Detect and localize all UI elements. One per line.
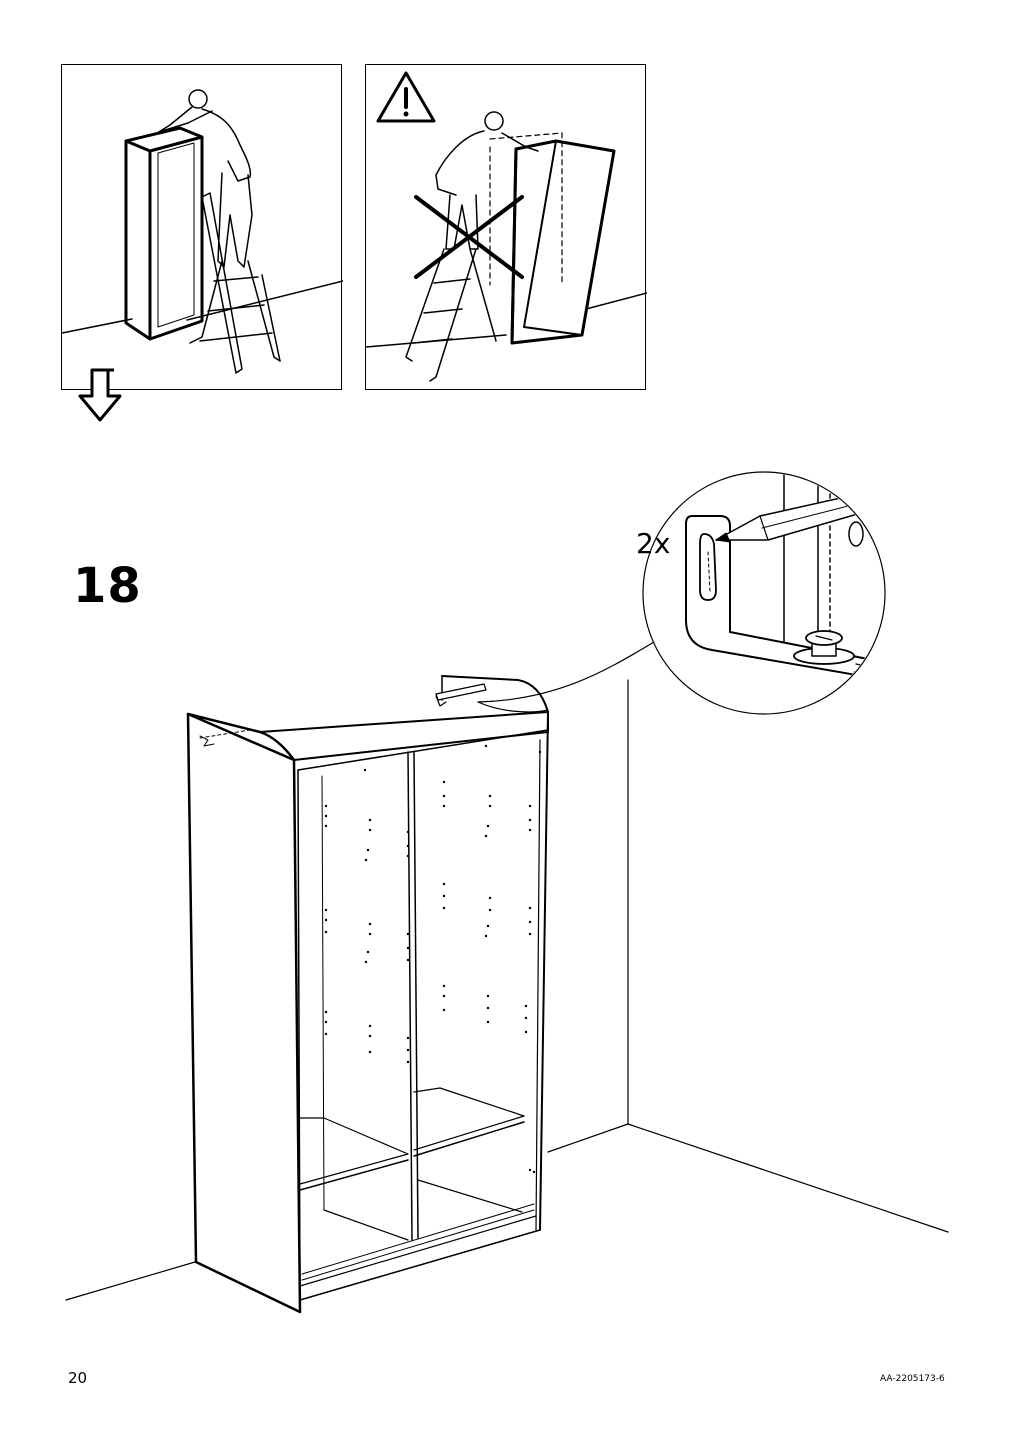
quantity-label: 2x <box>636 527 671 560</box>
wardrobe-assembly-illustration <box>65 471 949 1314</box>
document-code: AA-2205173-6 <box>880 1374 945 1384</box>
correct-method-panel <box>61 64 343 390</box>
step-number: 18 <box>73 558 142 614</box>
cross-out-icon <box>414 195 524 279</box>
warning-triangle-icon <box>376 71 436 123</box>
person-on-ladder-icon <box>62 89 343 374</box>
page-number: 20 <box>68 1369 88 1387</box>
down-arrow-icon <box>78 368 122 422</box>
incorrect-method-illustration <box>366 71 647 382</box>
incorrect-method-panel <box>365 64 647 390</box>
